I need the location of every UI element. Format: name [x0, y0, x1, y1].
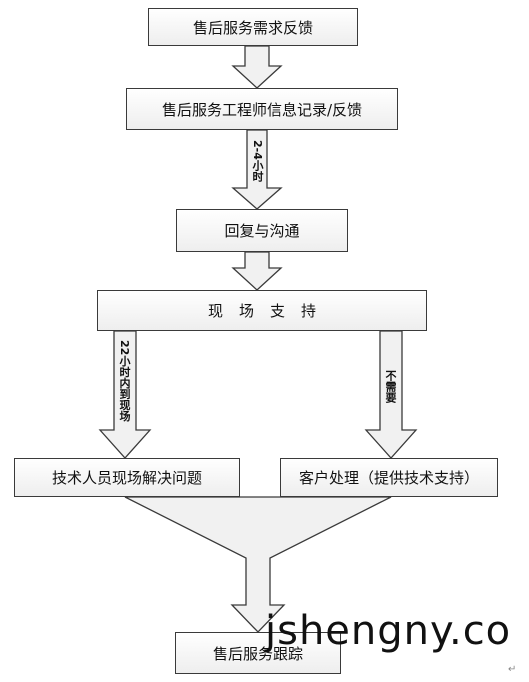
label-arrive: 22小时内到现场	[118, 340, 131, 422]
node-engineer: 售后服务工程师信息记录/反馈	[126, 88, 398, 130]
arrow-onsite-to-tech	[98, 330, 152, 459]
arrow-merge-to-tracking	[124, 496, 392, 633]
arrow-request-to-engineer	[231, 45, 283, 89]
watermark-text: jshengny.co	[265, 608, 512, 654]
label-time: 2-4小时	[251, 140, 264, 182]
node-request: 售后服务需求反馈	[148, 8, 358, 46]
arrow-onsite-to-customer	[364, 330, 418, 459]
node-onsite: 现场支持	[97, 290, 427, 331]
node-tracking: 售后服务跟踪	[175, 632, 341, 674]
paragraph-mark-icon: ↵	[508, 664, 517, 675]
arrow-reply-to-onsite	[231, 251, 283, 291]
node-customer: 客户处理（提供技术支持）	[280, 458, 498, 497]
node-tech-solve: 技术人员现场解决问题	[14, 458, 240, 497]
node-reply: 回复与沟通	[176, 209, 348, 252]
arrow-engineer-to-reply	[231, 129, 283, 210]
label-not-needed: 不需要	[384, 370, 397, 403]
